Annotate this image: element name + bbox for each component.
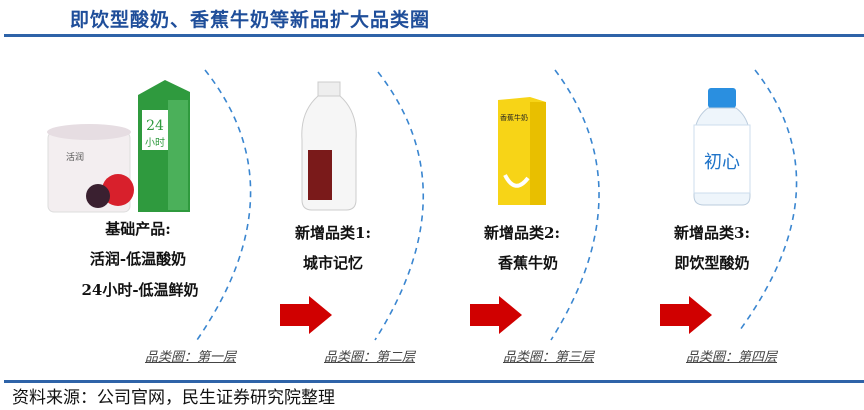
chuxin-label: 初心 — [704, 152, 740, 173]
group-2-line-1: 城市记忆 — [302, 254, 364, 272]
banana-milk-box-image: 香蕉牛奶 — [498, 97, 546, 205]
group-4-heading: 新增品类3: — [674, 224, 750, 242]
group-1-line-2: 24小时-低温鲜奶 — [81, 281, 199, 299]
group-2-heading: 新增品类1: — [295, 224, 371, 242]
layer-arc-4 — [739, 69, 798, 331]
group-1-heading: 基础产品: — [105, 220, 171, 238]
layer-label-1: 品类圈：第一层 — [145, 350, 237, 365]
arrow-1 — [280, 296, 332, 334]
group-3-line-1: 香蕉牛奶 — [497, 254, 559, 272]
layer-arc-3 — [550, 69, 600, 341]
arrow-2 — [470, 296, 522, 334]
group-3-heading: 新增品类2: — [484, 224, 560, 242]
bottom-divider — [4, 380, 864, 383]
layer-arc-1 — [196, 69, 252, 341]
layer-label-3: 品类圈：第三层 — [503, 350, 595, 365]
cup-brand-label: 活润 — [66, 151, 84, 163]
city-memory-bottle-image — [301, 81, 357, 211]
layer-arc-2 — [374, 71, 425, 341]
24h-milk-carton-image: 24 小时 — [138, 80, 190, 212]
group-1-line-1: 活润-低温酸奶 — [89, 250, 187, 268]
carton-sub: 小时 — [145, 137, 165, 149]
layer-label-2: 品类圈：第二层 — [324, 350, 416, 365]
source-note: 资料来源：公司官网，民生证券研究院整理 — [12, 388, 335, 408]
layer-label-4: 品类圈：第四层 — [686, 350, 778, 365]
top-divider — [4, 34, 864, 37]
page-title: 即饮型酸奶、香蕉牛奶等新品扩大品类圈 — [70, 9, 431, 31]
group-4-line-1: 即饮型酸奶 — [674, 254, 750, 272]
banana-box-label: 香蕉牛奶 — [500, 113, 528, 122]
arrow-3 — [660, 296, 712, 334]
carton-number: 24 — [146, 118, 164, 134]
huorun-cup-image: 活润 — [47, 124, 134, 213]
chuxin-bottle-image: 初心 — [693, 88, 751, 206]
